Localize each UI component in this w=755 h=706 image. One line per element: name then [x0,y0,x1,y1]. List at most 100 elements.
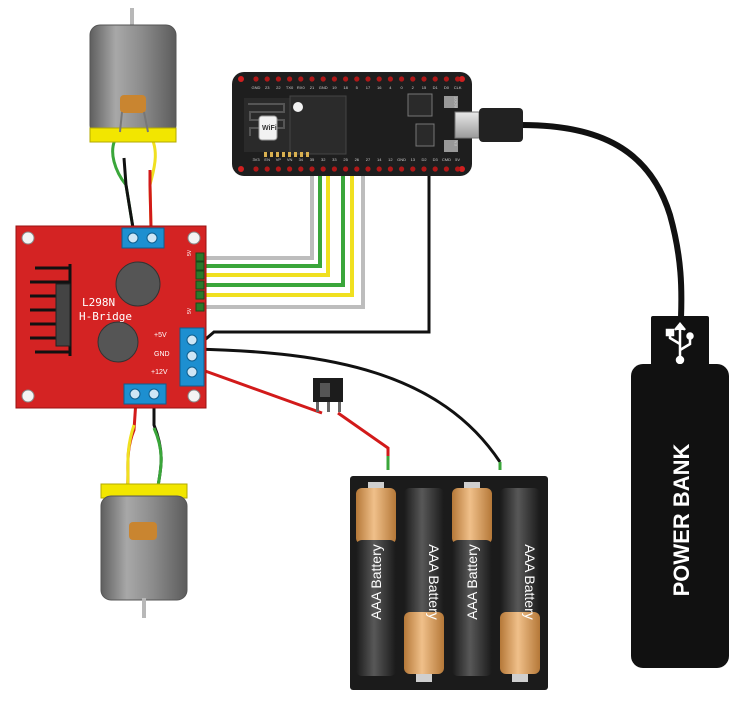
wire-white-in1 [203,172,314,260]
power-bank-label: POWER BANK [669,444,694,597]
esp32-pin [309,166,315,172]
esp32-pin [399,166,405,172]
esp32-pin-label: 27 [366,157,371,162]
wire-yellow-ena [203,172,354,297]
esp32-pin [443,166,449,172]
wire-red-battery [337,411,390,470]
esp32-pin [287,76,293,82]
esp32-pin [376,166,382,172]
jumper-5v-bottom: 5V [187,307,193,314]
esp32-pin [387,76,393,82]
esp32-pin [320,166,326,172]
boot-label: BOOT [453,96,458,108]
esp32-pin-label: D1 [433,85,439,90]
esp32-pin-label: RX0 [297,85,306,90]
esp32-pin [365,166,371,172]
esp32-pin [421,76,427,82]
battery-cell-label: AAA Battery [464,544,480,619]
esp32-pin [298,76,304,82]
esp32-pin-label: 26 [355,157,360,162]
micro-usb-port [454,111,480,139]
power-bank: POWER BANK [631,316,729,668]
esp32-pin-label: D3 [433,157,439,162]
wire-white-enb [203,172,365,309]
wire-green-in2 [203,172,322,268]
esp32-pin [354,76,360,82]
jumper-5v-top: 5V [187,249,193,256]
wires [111,122,685,493]
esp32-pin [443,76,449,82]
module-pads [264,152,309,157]
esp32-pin-label: EN [264,157,270,162]
esp32-pin-label: 13 [411,157,416,162]
esp32-pin [275,166,281,172]
esp32-pin-label: 18 [343,85,348,90]
esp32-pin-label: 5V [455,157,460,162]
esp32-pin-label: 17 [366,85,371,90]
esp32-pin [354,166,360,172]
esp32-pin [432,76,438,82]
esp32-pin-label: 2 [412,85,415,90]
esp32-pin [331,166,337,172]
esp32-pin [298,166,304,172]
pin-5v-label: +5V [154,332,167,339]
esp32-pin [309,76,315,82]
esp32-pin [365,76,371,82]
esp32-pin-label: 12 [388,157,393,162]
esp32-pin [275,76,281,82]
motor-bottom [100,483,188,618]
motor-top [89,8,177,143]
wire-black-battery-gnd [193,347,502,463]
esp32-pin-label: GND [397,157,406,162]
battery-cell-label: AAA Battery [522,544,538,619]
battery-cell-label: AAA Battery [368,544,384,619]
wire-red-12v [193,365,323,415]
esp32-pin [432,166,438,172]
esp32-pin-label: 32 [321,157,326,162]
esp32-pin-label: 25 [343,157,348,162]
l298n-board: L298N H-Bridge +5V GND +12V 5V 5V [15,225,207,409]
esp32-pin-label: 23 [265,85,270,90]
esp32-pin [343,76,349,82]
esp32-pin [253,76,259,82]
wifi-label: WiFi [262,125,277,132]
usb-plug [479,108,523,142]
in-header [195,252,205,312]
pin-gnd-label: GND [154,351,170,358]
esp32-pin-label: 5 [356,85,359,90]
battery-cell-label: AAA Battery [426,544,442,619]
chip-label: L298N [82,296,115,309]
esp32-pin-label: 3V3 [252,157,260,162]
esp32-pin-label: 16 [377,85,382,90]
esp32-pin [399,76,405,82]
esp32-pin-label: GND [319,85,328,90]
wire-yellow-in3 [203,172,330,277]
esp32-pin-label: CMD [442,157,451,162]
battery-cell: AAA Battery [452,482,492,676]
esp32-top-pins [238,76,465,172]
esp32-pin-label: D2 [421,157,427,162]
esp32-pin-label: 14 [377,157,382,162]
battery-cell: AAA Battery [356,482,396,676]
esp32-pin [343,166,349,172]
esp32-pin [253,166,259,172]
battery-pack: AAA Battery AAA Battery AAA Battery AAA Bat… [350,476,548,690]
esp32-pin [410,166,416,172]
esp32-pin-label: 15 [422,85,427,90]
esp32-pin-label: VN [287,157,293,162]
battery-cell: AAA Battery [404,488,444,682]
esp32-pin [410,76,416,82]
slide-switch[interactable] [313,378,343,412]
esp32-pin [264,166,270,172]
esp32-pin-label: 35 [310,157,315,162]
pin-12v-label: +12V [151,369,168,376]
esp32-pin [455,76,461,82]
esp32-pin-label: VP [276,157,282,162]
esp32-pin-label: GND [252,85,261,90]
battery-cell: AAA Battery [500,488,540,682]
esp32-pin [331,76,337,82]
usb-icon [665,322,694,365]
type-label: H-Bridge [79,310,132,323]
